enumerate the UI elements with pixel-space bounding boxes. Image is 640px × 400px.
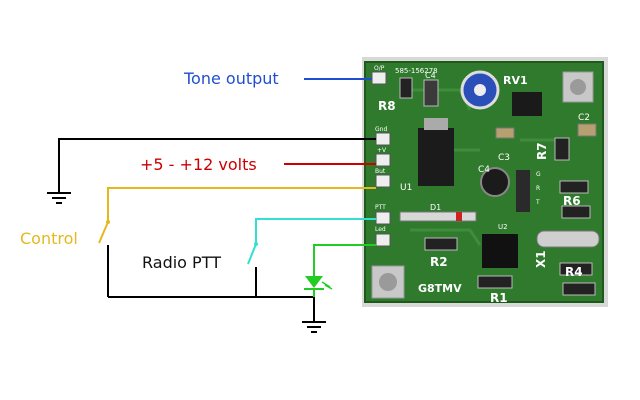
pin-label-op: O/P — [374, 65, 385, 72]
label-g: G — [536, 171, 541, 178]
pin-label-v: +V — [377, 147, 387, 154]
label-c3: C3 — [498, 153, 510, 163]
wire-led — [313, 244, 376, 276]
label-r6: R6 — [563, 194, 581, 208]
label-r: R — [536, 185, 540, 192]
pin-label-led: Led — [375, 226, 386, 233]
pin-label-gnd: Gnd — [375, 126, 387, 133]
control-switch — [98, 221, 109, 244]
label-r1: R1 — [490, 291, 508, 305]
label-r7: R7 — [535, 142, 549, 160]
label-radio-ptt: Radio PTT — [142, 253, 221, 272]
label-r2: R2 — [430, 255, 448, 269]
label-control: Control — [20, 229, 78, 248]
label-r4: R4 — [565, 265, 583, 279]
label-c4-mid: C4 — [478, 165, 490, 175]
ground-symbol-bottom — [302, 321, 326, 333]
wire-ground-bus — [108, 296, 315, 322]
label-u1: U1 — [400, 183, 412, 193]
pin-label-ptt: PTT — [375, 204, 386, 211]
label-voltage: +5 - +12 volts — [140, 155, 257, 174]
label-rv1: RV1 — [503, 74, 528, 87]
ground-symbol-left — [47, 192, 71, 204]
header-pins — [371, 71, 391, 247]
part-number: 585-156278 — [395, 67, 438, 75]
label-c4-top: C4 — [425, 71, 436, 80]
wire-ground — [58, 138, 376, 193]
label-t: T — [535, 199, 540, 206]
label-d1: D1 — [430, 203, 441, 212]
ptt-switch — [247, 243, 257, 265]
label-x1: X1 — [534, 250, 548, 268]
maker-mark: G8TMV — [418, 282, 462, 295]
label-tone-output: Tone output — [183, 69, 279, 88]
label-c2: C2 — [578, 113, 590, 123]
label-u2: U2 — [498, 223, 508, 231]
silkscreen: 585-156278 O/P Gnd +V But PTT Led R8 C4 … — [374, 65, 590, 305]
label-r8: R8 — [378, 99, 396, 113]
led-icon — [304, 276, 333, 297]
pin-label-but: But — [375, 168, 386, 175]
wire-ptt — [255, 218, 376, 244]
components — [399, 70, 600, 296]
wire-control — [107, 187, 376, 222]
